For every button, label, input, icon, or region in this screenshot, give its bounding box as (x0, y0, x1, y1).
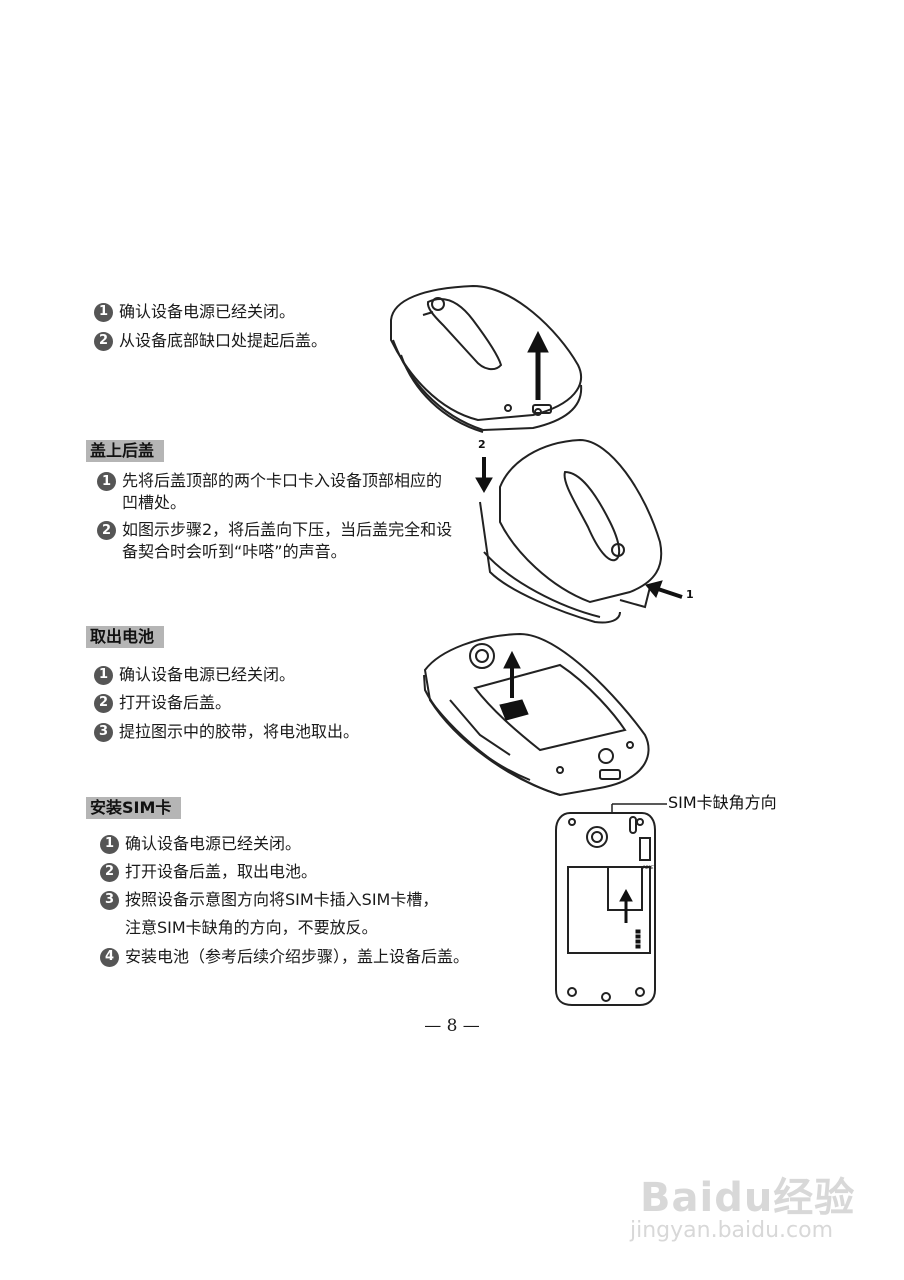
figure-label-2: 2 (478, 438, 486, 451)
step-text: 注意SIM卡缺角的方向，不要放反。 (125, 918, 378, 937)
step-2-1: 1 先将后盖顶部的两个卡口卡入设备顶部相应的凹槽处。 (97, 470, 457, 514)
step-text: 按照设备示意图方向将SIM卡插入SIM卡槽， (125, 890, 439, 909)
step-text: 从设备底部缺口处提起后盖。 (119, 331, 328, 350)
section-heading-close-cover: 盖上后盖 (86, 440, 165, 462)
step-3-2: 2 打开设备后盖。 (94, 692, 231, 714)
step-4-3: 3 按照设备示意图方向将SIM卡插入SIM卡槽， (100, 889, 438, 911)
step-3-1: 1 确认设备电源已经关闭。 (94, 664, 295, 686)
figure-label-1: 1 (686, 588, 694, 601)
step-3-3: 3 提拉图示中的胶带，将电池取出。 (94, 721, 359, 743)
step-text: 打开设备后盖，取出电池。 (125, 862, 318, 881)
step-number-badge: 2 (94, 331, 113, 351)
install-sim-illustration: RESET (555, 803, 667, 1006)
step-text: 确认设备电源已经关闭。 (119, 302, 296, 321)
sim-notch-callout: SIM卡缺角方向 (668, 793, 777, 812)
step-text: 安装电池（参考后续介绍步骤），盖上设备后盖。 (125, 947, 470, 966)
close-back-cover-illustration: 2 1 (475, 438, 694, 624)
step-number-badge: 1 (100, 834, 119, 854)
step-number-badge: 1 (97, 472, 116, 491)
section-heading-remove-battery: 取出电池 (86, 626, 165, 648)
baidu-watermark-url: jingyan.baidu.com (630, 1218, 834, 1243)
step-4-3-note: 注意SIM卡缺角的方向，不要放反。 (125, 917, 378, 939)
step-text: 如图示步骤2，将后盖向下压，当后盖完全和设备契合时会听到“咔嗒”的声音。 (122, 520, 453, 561)
step-number-badge: 4 (100, 947, 119, 967)
step-text: 先将后盖顶部的两个卡口卡入设备顶部相应的凹槽处。 (122, 471, 443, 512)
step-number-badge: 3 (100, 890, 119, 910)
step-text: 确认设备电源已经关闭。 (125, 834, 302, 853)
reset-label: RESET (643, 865, 656, 870)
baidu-watermark-logo: Baidu经验 (640, 1175, 856, 1221)
step-4-4: 4 安装电池（参考后续介绍步骤），盖上设备后盖。 (100, 946, 469, 968)
step-1-2: 2 从设备底部缺口处提起后盖。 (94, 330, 327, 352)
page-number: — 8 — (424, 1016, 480, 1036)
step-number-badge: 2 (97, 521, 116, 540)
step-number-badge: 2 (100, 862, 119, 882)
step-1-1: 1 确认设备电源已经关闭。 (94, 301, 295, 323)
step-text: 提拉图示中的胶带，将电池取出。 (119, 722, 360, 741)
step-text: 确认设备电源已经关闭。 (119, 665, 296, 684)
step-4-1: 1 确认设备电源已经关闭。 (100, 833, 301, 855)
section-heading-install-sim: 安装SIM卡 (86, 797, 182, 819)
step-4-2: 2 打开设备后盖，取出电池。 (100, 861, 317, 883)
step-number-badge: 2 (94, 693, 113, 713)
remove-back-cover-illustration (390, 284, 583, 433)
step-number-badge: 1 (94, 665, 113, 685)
step-number-badge: 1 (94, 302, 113, 322)
step-number-badge: 3 (94, 722, 113, 742)
remove-battery-illustration (423, 632, 650, 797)
step-text: 打开设备后盖。 (119, 693, 232, 712)
step-2-2: 2 如图示步骤2，将后盖向下压，当后盖完全和设备契合时会听到“咔嗒”的声音。 (97, 519, 467, 563)
